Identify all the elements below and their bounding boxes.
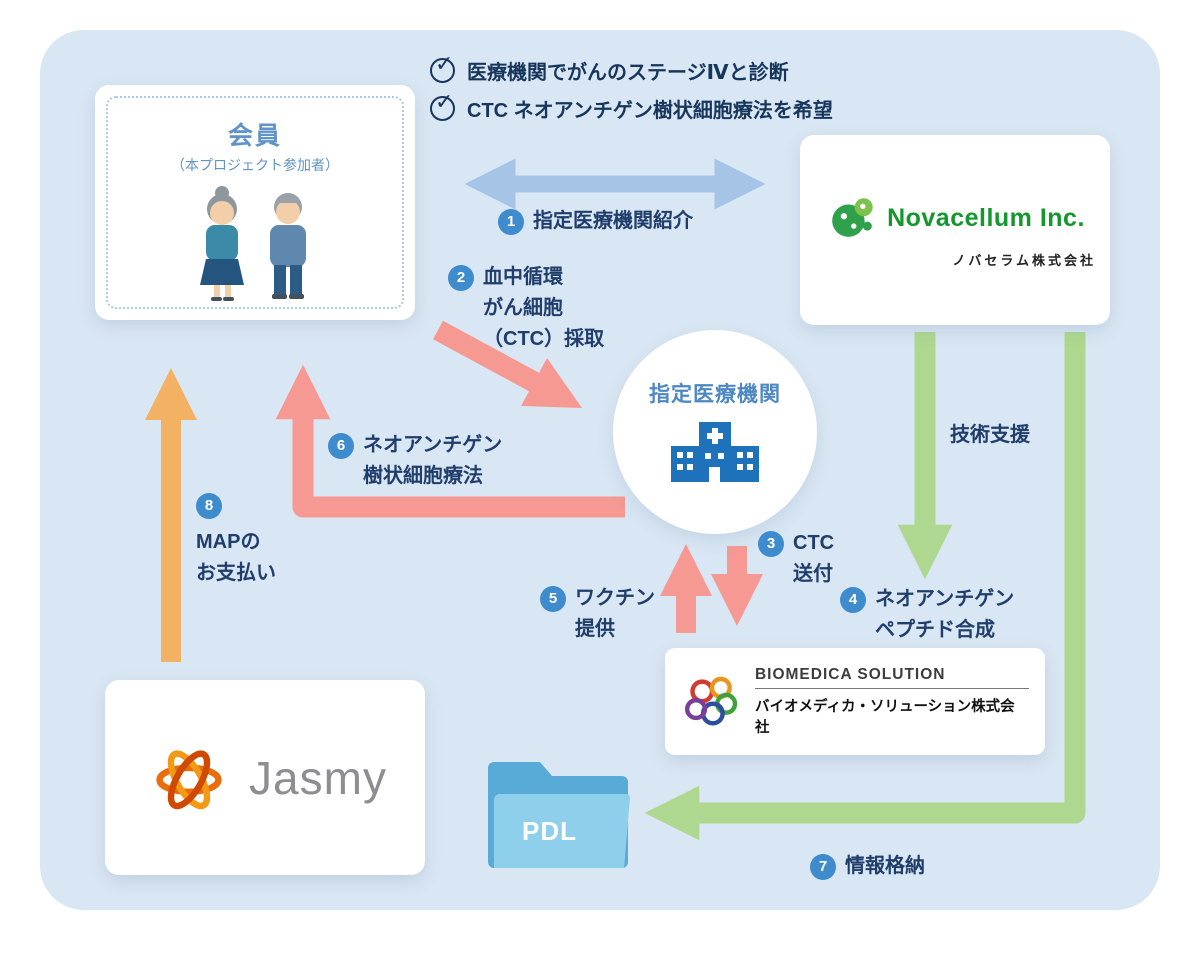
jasmy-logo-icon (156, 749, 222, 809)
step-1-text: 指定医療機関紹介 (533, 210, 693, 232)
novacellum-name: Novacellum Inc. (887, 203, 1085, 232)
pdl-label: PDL (522, 816, 577, 846)
step-1-label: 1 指定医療機関紹介 (498, 206, 693, 237)
step-4-text: ネオアンチゲン ペプチド合成 (875, 588, 1015, 641)
step-6-label: 6 ネオアンチゲン 樹状細胞療法 (328, 430, 502, 492)
jasmy-name: Jasmy (249, 751, 387, 804)
step-2-text: 血中循環 がん細胞 （CTC）採取 (483, 266, 605, 350)
checklist-item: ✓ CTC ネオアンチゲン樹状細胞療法を希望 (430, 89, 833, 123)
member-card: 会員 （本プロジェクト参加者） (95, 85, 415, 320)
arrow-data-storage (644, 332, 1086, 841)
hospital-label: 指定医療機関 (649, 383, 781, 406)
step-4-label: 4 ネオアンチゲン ペプチド合成 (840, 584, 1014, 646)
member-title: 会員 (227, 122, 282, 150)
step-3-badge: 3 (758, 531, 784, 557)
checklist-text: CTC ネオアンチゲン樹状細胞療法を希望 (467, 100, 833, 122)
step-2-badge: 2 (448, 265, 474, 291)
checklist-text: 医療機関でがんのステージⅣと診断 (467, 62, 789, 84)
members-illustration (200, 186, 306, 301)
folder-icon (488, 762, 630, 868)
step-8-label: 8 MAPの お支払い (196, 490, 276, 589)
check-icon: ✓ (430, 51, 455, 83)
step-1-badge: 1 (498, 209, 524, 235)
step-4-badge: 4 (840, 587, 866, 613)
step-5-text: ワクチン 提供 (575, 587, 655, 640)
hospital-icon (671, 422, 759, 482)
novacellum-name-jp: ノバセラム株式会社 (952, 253, 1096, 268)
tech-support-label: 技術支援 (950, 420, 1030, 451)
novacellum-card: Novacellum Inc. ノバセラム株式会社 (800, 135, 1110, 325)
hospital-circle: 指定医療機関 (613, 330, 817, 534)
novacellum-logo-icon (832, 198, 873, 237)
step-7-label: 7 情報格納 (810, 851, 925, 882)
step-6-text: ネオアンチゲン 樹状細胞療法 (363, 434, 503, 487)
step-2-label: 2 血中循環 がん細胞 （CTC）採取 (448, 262, 604, 355)
jasmy-card: Jasmy (105, 680, 425, 875)
biomedica-logo-icon (684, 676, 738, 725)
step-8-text: MAPの お支払い (196, 531, 276, 584)
step-3-text: CTC 送付 (793, 532, 835, 585)
step-7-text: 情報格納 (845, 855, 925, 877)
member-card-inner: 会員 （本プロジェクト参加者） (106, 96, 404, 309)
pdl-folder: PDL (478, 746, 634, 878)
step-8-badge: 8 (196, 493, 222, 519)
checklist-item: ✓ 医療機関でがんのステージⅣと診断 (430, 51, 833, 85)
novacellum-logo-row: Novacellum Inc. (825, 191, 1085, 245)
check-glyph: ✓ (435, 51, 454, 76)
step-5-badge: 5 (540, 586, 566, 612)
tech-support-text: 技術支援 (950, 424, 1030, 446)
step-6-badge: 6 (328, 433, 354, 459)
arrow-therapy (275, 364, 625, 518)
biomedica-name: BIOMEDICA SOLUTION (754, 666, 1029, 689)
step-5-label: 5 ワクチン 提供 (540, 583, 655, 645)
check-icon: ✓ (430, 89, 455, 121)
check-glyph: ✓ (435, 89, 454, 114)
step-3-label: 3 CTC 送付 (758, 528, 834, 590)
biomedica-card: BIOMEDICA SOLUTION バイオメディカ・ソリューション株式会社 (665, 648, 1045, 755)
step-7-badge: 7 (810, 854, 836, 880)
checklist: ✓ 医療機関でがんのステージⅣと診断 ✓ CTC ネオアンチゲン樹状細胞療法を希… (430, 51, 833, 123)
member-subtitle: （本プロジェクト参加者） (171, 157, 339, 173)
biomedica-text: BIOMEDICA SOLUTION バイオメディカ・ソリューション株式会社 (754, 666, 1029, 737)
biomedica-name-jp: バイオメディカ・ソリューション株式会社 (754, 699, 1015, 736)
arrow-ctc-collection (432, 320, 583, 409)
